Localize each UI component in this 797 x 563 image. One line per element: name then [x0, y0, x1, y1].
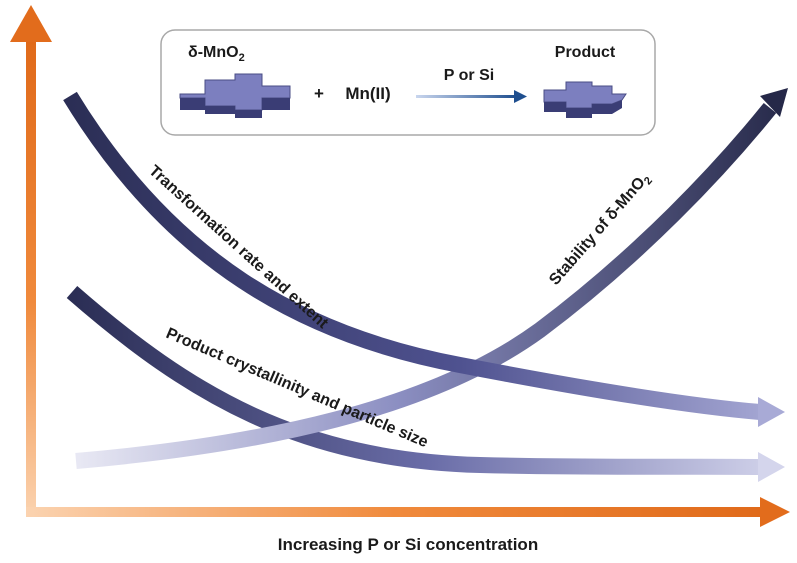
reactant-mn-ii-label: Mn(II)	[345, 84, 390, 103]
y-axis	[10, 5, 52, 516]
mno2-crystal-icon	[179, 73, 291, 118]
plus-sign: +	[314, 84, 324, 103]
crystallinity-curve	[66, 285, 785, 482]
stability-curve	[75, 88, 788, 469]
transformation-curve	[63, 91, 785, 427]
reaction-arrow	[416, 90, 527, 103]
reactant-mno2-label: δ-MnO2	[188, 44, 245, 64]
reaction-box: δ-MnO2 + Mn(II) P or Si Product	[160, 29, 656, 136]
transformation-label: Transformation rate and extent	[145, 162, 331, 332]
product-label: Product	[555, 44, 616, 61]
product-crystal-icon	[543, 81, 627, 118]
x-axis	[26, 497, 790, 527]
reaction-condition-label: P or Si	[444, 67, 494, 84]
x-axis-label: Increasing P or Si concentration	[278, 535, 538, 554]
